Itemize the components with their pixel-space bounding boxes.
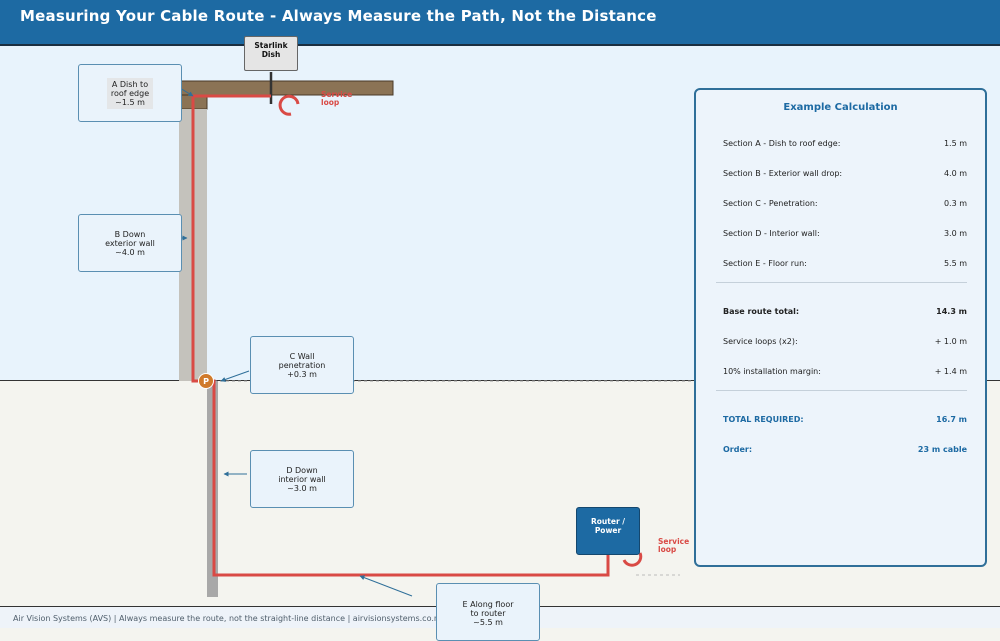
callout-c: C Wall penetration +0.3 m	[250, 336, 354, 394]
header-bar: Measuring Your Cable Route - Always Meas…	[0, 0, 1000, 46]
service-loop-bottom-label: Service loop	[658, 538, 689, 554]
calc-row-a-value: 1.5 m	[943, 139, 967, 148]
service-loop-bottom-line1: Service	[658, 537, 690, 546]
calc-row-e-label: Section E - Floor run:	[723, 259, 807, 268]
service-loop-bottom-line2: loop	[658, 545, 677, 554]
callout-b-line3: ~4.0 m	[115, 247, 145, 257]
calc-order-label: Order:	[723, 445, 753, 454]
calc-loops-value: + 1.0 m	[934, 337, 967, 346]
callout-a-line3: ~1.5 m	[115, 97, 145, 107]
floor-line	[0, 380, 1000, 381]
calc-row-a: Section A - Dish to roof edge: 1.5 m	[723, 139, 967, 151]
service-loop-top-label: Service loop	[321, 91, 352, 107]
callout-b-line2: exterior wall	[105, 238, 155, 248]
starlink-dish: Starlink Dish	[244, 36, 298, 71]
callout-b: B Down exterior wall ~4.0 m	[78, 214, 182, 272]
calc-separator-2	[716, 390, 967, 391]
calc-total-label: TOTAL REQUIRED:	[723, 415, 804, 424]
callout-a-line2: roof edge	[110, 88, 150, 98]
callout-d: D Down interior wall ~3.0 m	[250, 450, 354, 508]
calc-row-loops: Service loops (x2): + 1.0 m	[723, 337, 967, 349]
roof	[180, 80, 394, 96]
page-title: Measuring Your Cable Route - Always Meas…	[20, 7, 657, 25]
router-label-line2: Power	[594, 526, 622, 535]
callout-a: A Dish to roof edge ~1.5 m	[78, 64, 182, 122]
calc-row-e: Section E - Floor run: 5.5 m	[723, 259, 967, 271]
calc-row-order: Order: 23 m cable	[723, 445, 967, 457]
calc-row-margin: 10% installation margin: + 1.4 m	[723, 367, 967, 379]
service-loop-top-line2: loop	[321, 98, 340, 107]
calc-separator-1	[716, 282, 967, 283]
callout-c-line2: penetration	[278, 360, 326, 370]
calc-order-value: 23 m cable	[917, 445, 967, 454]
calc-base-label: Base route total:	[723, 307, 800, 316]
calc-margin-label: 10% installation margin:	[723, 367, 821, 376]
dish-label-line1: Starlink	[254, 41, 288, 50]
service-loop-bottom	[622, 552, 643, 567]
calc-row-c-value: 0.3 m	[943, 199, 967, 208]
arrow-a	[179, 87, 194, 97]
callout-e-line2: to router	[470, 609, 506, 618]
calc-total-value: 16.7 m	[936, 415, 967, 424]
service-loop-top	[278, 94, 300, 116]
router-power: Router / Power	[576, 507, 640, 555]
router-label-line1: Router /	[591, 517, 625, 526]
callout-c-line1: C Wall	[289, 351, 315, 361]
calc-base-value: 14.3 m	[936, 307, 967, 316]
calc-row-b-value: 4.0 m	[943, 169, 967, 178]
callout-e-line1: E Along floor	[462, 600, 514, 609]
callout-a-text: A Dish to roof edge ~1.5 m	[106, 77, 154, 109]
calc-row-e-value: 5.5 m	[943, 259, 967, 268]
callout-e: E Along floor to router ~5.5 m	[436, 583, 540, 641]
callout-d-line3: ~3.0 m	[287, 483, 317, 493]
example-calculation-panel: Example Calculation Section A - Dish to …	[694, 88, 987, 567]
arrow-e	[359, 575, 413, 597]
footer-text: Air Vision Systems (AVS) | Always measur…	[13, 614, 444, 623]
service-loop-top-line1: Service	[321, 90, 353, 99]
callout-b-line1: B Down	[114, 229, 146, 239]
calc-row-b-label: Section B - Exterior wall drop:	[723, 169, 843, 178]
calc-row-c-label: Section C - Penetration:	[723, 199, 818, 208]
calc-row-c: Section C - Penetration: 0.3 m	[723, 199, 967, 211]
penetration-marker: P	[198, 373, 214, 389]
calc-title: Example Calculation	[783, 102, 898, 113]
calc-loops-label: Service loops (x2):	[723, 337, 798, 346]
callout-c-line3: +0.3 m	[287, 369, 317, 379]
calc-margin-value: + 1.4 m	[934, 367, 967, 376]
calc-row-d: Section D - Interior wall: 3.0 m	[723, 229, 967, 241]
arrow-c	[220, 370, 250, 382]
dish-label-line2: Dish	[261, 50, 281, 59]
callout-e-line3: ~5.5 m	[473, 618, 503, 627]
calc-row-a-label: Section A - Dish to roof edge:	[723, 139, 841, 148]
calc-row-d-value: 3.0 m	[943, 229, 967, 238]
calc-row-base: Base route total: 14.3 m	[723, 307, 967, 319]
calc-row-total: TOTAL REQUIRED: 16.7 m	[723, 415, 967, 427]
callout-d-line2: interior wall	[278, 474, 326, 484]
callout-d-line1: D Down	[286, 465, 318, 475]
calc-row-d-label: Section D - Interior wall:	[723, 229, 820, 238]
calc-row-b: Section B - Exterior wall drop: 4.0 m	[723, 169, 967, 181]
callout-a-line1: A Dish to	[111, 79, 149, 89]
